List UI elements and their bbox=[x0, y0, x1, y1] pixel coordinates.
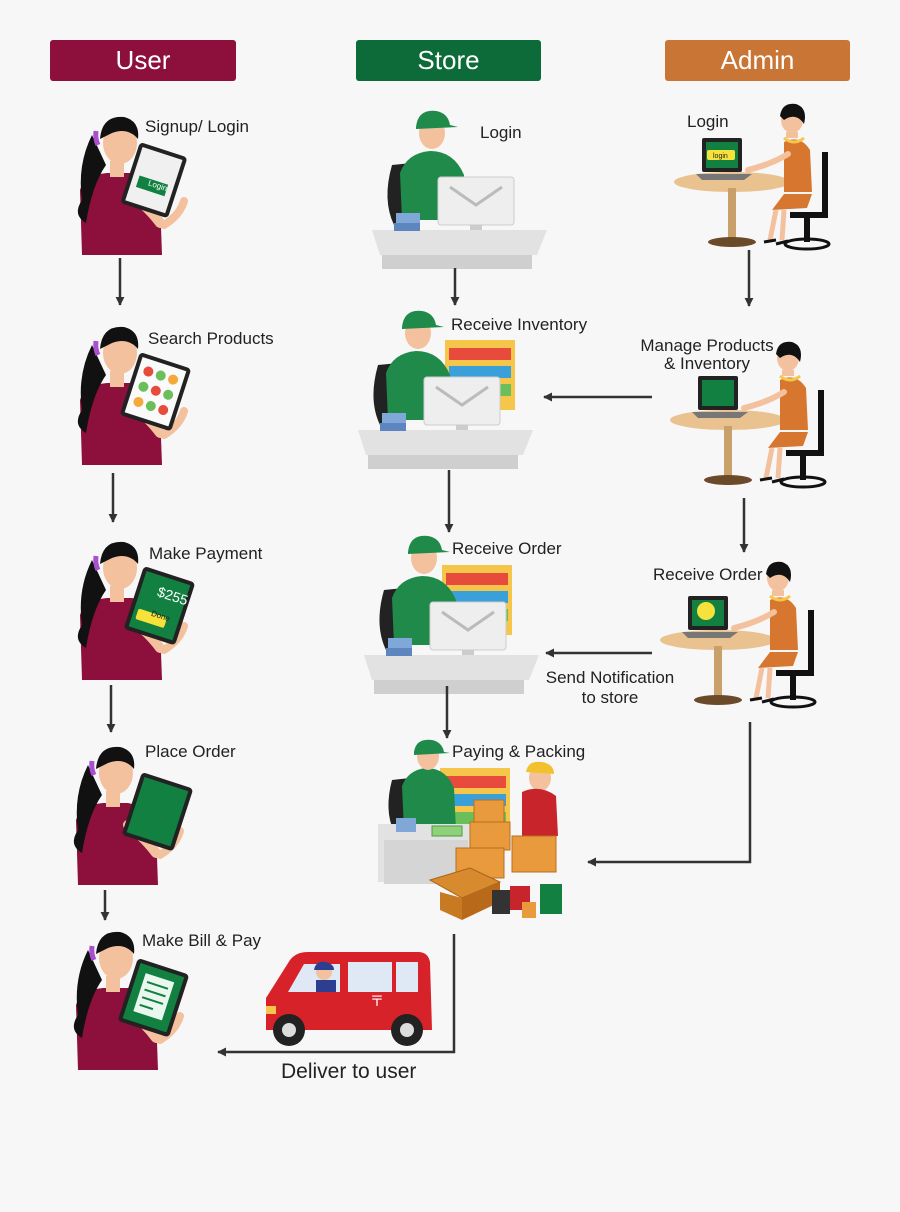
user-step-3-figure: $255 Done bbox=[78, 542, 195, 680]
lane-header-admin: Admin bbox=[665, 40, 850, 81]
notify-label-2: to store bbox=[581, 688, 639, 707]
admin-laptop-login-text: login bbox=[713, 153, 728, 160]
admin-step-label-2b: & Inventory bbox=[664, 354, 750, 373]
notify-label-1: Send Notification bbox=[545, 668, 675, 687]
store-step-2-figure bbox=[356, 309, 535, 471]
store-step-3-figure bbox=[362, 534, 541, 696]
delivery-van-icon: 〒 bbox=[266, 952, 432, 1046]
deliver-label: Deliver to user bbox=[281, 1060, 417, 1083]
lane-header-user: User bbox=[50, 40, 236, 81]
user-step-1-figure: Login bbox=[78, 117, 188, 255]
user-step-label-2: Search Products bbox=[148, 329, 274, 348]
store-step-4-figure bbox=[378, 739, 562, 920]
user-step-label-3: Make Payment bbox=[149, 544, 263, 563]
arrow-admin-to-store-packing bbox=[587, 722, 752, 867]
store-step-label-4: Paying & Packing bbox=[452, 742, 586, 761]
user-step-4-figure bbox=[74, 747, 193, 885]
arrow-store-to-user-delivery bbox=[217, 934, 456, 1057]
user-step-5-figure bbox=[74, 932, 189, 1070]
store-step-label-2: Receive Inventory bbox=[451, 315, 588, 334]
admin-step-label-1: Login bbox=[687, 112, 729, 131]
admin-step-3-figure bbox=[660, 562, 815, 707]
user-step-label-1: Signup/ Login bbox=[145, 117, 249, 136]
admin-step-label-3: Receive Order bbox=[653, 565, 763, 584]
store-step-label-1: Login bbox=[480, 123, 522, 142]
user-step-label-4: Place Order bbox=[145, 742, 236, 761]
admin-step-label-2a: Manage Products bbox=[640, 336, 774, 355]
user-step-2-figure bbox=[78, 327, 191, 465]
lane-header-store: Store bbox=[356, 40, 541, 81]
store-step-label-3: Receive Order bbox=[452, 539, 562, 558]
admin-step-1-figure bbox=[674, 104, 829, 249]
svg-text:〒: 〒 bbox=[370, 994, 384, 1010]
user-step-label-5: Make Bill & Pay bbox=[142, 931, 262, 950]
